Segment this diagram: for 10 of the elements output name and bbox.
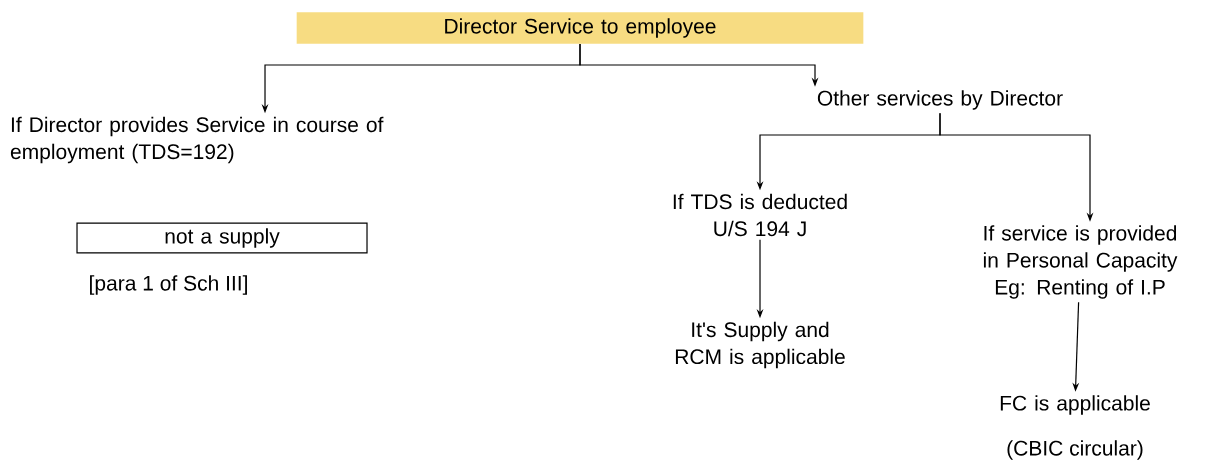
- result-text: It's Supply and RCM is applicable: [675, 321, 845, 369]
- result-text: FC is applicable: [1000, 395, 1150, 415]
- branch-text: Other services by Director: [817, 90, 1063, 110]
- condition-text: If TDS is deducted U/S 194 J: [673, 193, 847, 237]
- title-band: Director Service to employee: [296, 12, 864, 44]
- note-text: [para 1 of Sch III]: [90, 275, 247, 295]
- result-box: not a supply: [76, 222, 368, 254]
- condition-text: If service is provided in Personal Capacity Eg: Renting of I.P: [983, 225, 1178, 299]
- note-text: (CBIC circular): [1007, 440, 1143, 460]
- condition-text: If Director provides Service in course of employment (TDS=192): [10, 116, 384, 164]
